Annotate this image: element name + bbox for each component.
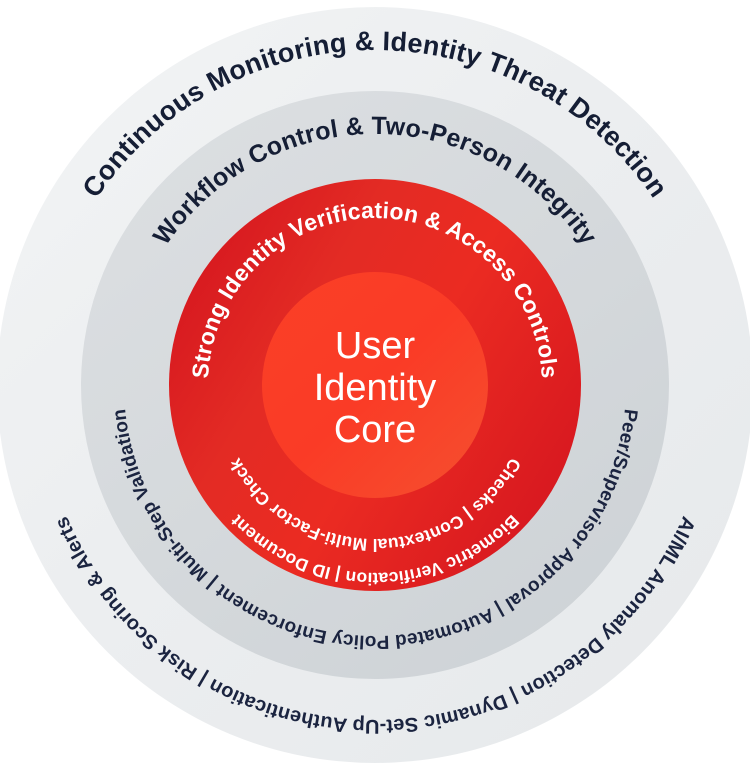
- core-circle-shape: [262, 272, 488, 498]
- core-label-line-2: Identity: [314, 367, 437, 409]
- core-label-line-1: User: [335, 325, 416, 367]
- core-label-line-3: Core: [334, 409, 416, 451]
